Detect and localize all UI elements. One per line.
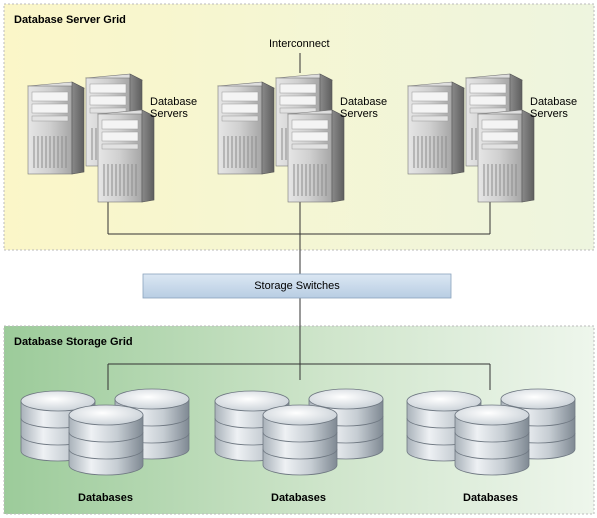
database-group-1-label: Databases (78, 492, 134, 504)
server-tower-icon (97, 109, 155, 203)
server-tower-icon (477, 109, 535, 203)
server-tower-icon (217, 81, 275, 175)
server-group-label-line1: Database (340, 96, 388, 108)
server-group-3-label: Database Servers (530, 96, 577, 120)
storage-grid-title: Database Storage Grid (14, 336, 133, 348)
server-group-label-line2: Servers (340, 108, 378, 120)
server-group-2-label: Database Servers (340, 96, 387, 120)
database-cylinder-icon (262, 404, 338, 476)
server-group-label-line1: Database (150, 96, 198, 108)
server-grid-title: Database Server Grid (14, 14, 126, 26)
database-group-3-label: Databases (463, 492, 519, 504)
database-cylinder-icon (454, 404, 530, 476)
database-group-2-label: Databases (271, 492, 327, 504)
server-group-label-line2: Servers (530, 108, 568, 120)
server-tower-icon (287, 109, 345, 203)
storage-switches-label: Storage Switches (254, 280, 340, 292)
server-group-1-label: Database Servers (150, 96, 197, 120)
server-tower-icon (407, 81, 465, 175)
database-cylinder-icon (68, 404, 144, 476)
storage-switches-bar (142, 273, 452, 299)
server-group-label-line2: Servers (150, 108, 188, 120)
server-group-label-line1: Database (530, 96, 578, 108)
interconnect-label: Interconnect (269, 38, 330, 50)
connection-lines (107, 53, 491, 390)
server-tower-icon (27, 81, 85, 175)
